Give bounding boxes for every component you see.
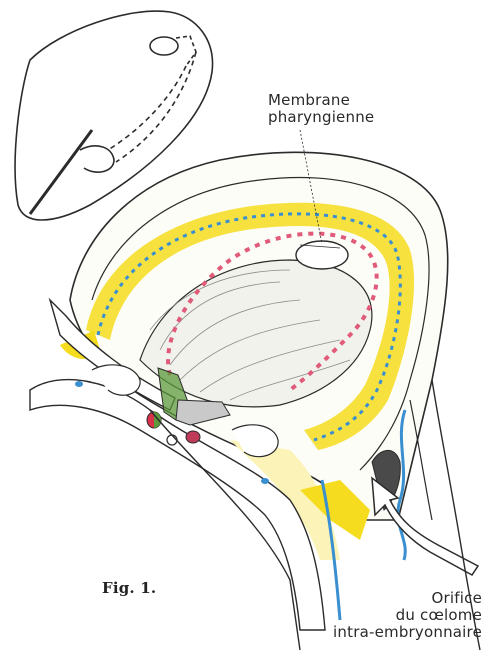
blue-dot-lower (261, 478, 269, 484)
orifice-label-line2: du cœlome (304, 607, 482, 624)
orifice-label-line1: Orifice (304, 590, 482, 607)
membrane-pharyngienne-label: Membrane pharyngienne (268, 92, 374, 126)
orifice-label-line3: intra-embryonnaire (304, 624, 482, 641)
pink-vessel (186, 431, 200, 443)
blue-dot-left (75, 381, 83, 387)
membrane-label-line2: pharyngienne (268, 109, 374, 126)
orifice-arrow (372, 478, 478, 575)
orifice-label: Orifice du cœlome intra-embryonnaire (304, 590, 482, 641)
figure-caption: Fig. 1. (102, 580, 156, 597)
neural-fold-right (232, 425, 278, 457)
membrane-label-line1: Membrane (268, 92, 374, 109)
